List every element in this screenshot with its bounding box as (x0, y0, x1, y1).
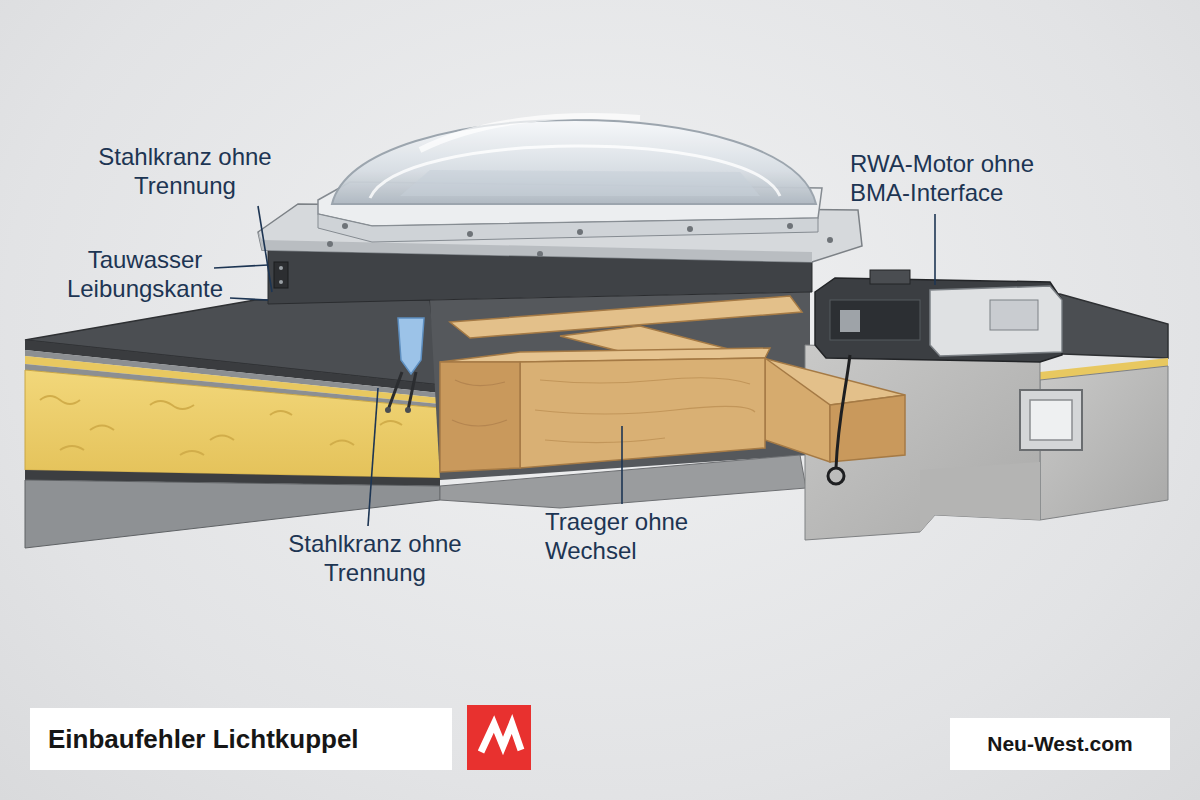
callout-label: Stahlkranz ohne Trennung (270, 530, 480, 588)
illustration-part (815, 278, 1062, 362)
illustration-part (830, 300, 920, 340)
illustration-part (840, 310, 860, 332)
illustration-part (214, 265, 268, 268)
illustration-part (279, 280, 283, 284)
illustration-part (467, 231, 473, 237)
callout-label: Tauwasser Leibungskante (55, 246, 235, 304)
illustration-part (621, 426, 623, 504)
illustration-part (405, 407, 411, 413)
illustration-part (787, 223, 793, 229)
illustration-part (920, 462, 1040, 532)
illustration-part (327, 241, 333, 247)
illustration-part (1020, 390, 1082, 450)
illustration-part (836, 355, 850, 468)
illustration-part (274, 262, 288, 288)
leader-lines (214, 206, 935, 526)
illustration-part (934, 214, 936, 285)
illustration-part (398, 318, 424, 374)
illustration-part (440, 362, 520, 472)
illustration-part (342, 223, 348, 229)
illustration-part (420, 116, 640, 150)
illustration-part (332, 120, 816, 204)
rwa-motor (815, 270, 1062, 484)
title-text: Einbaufehler Lichtkuppel (48, 724, 359, 755)
illustration-part (385, 407, 391, 413)
illustration-part (687, 226, 693, 232)
illustration-part (370, 146, 780, 198)
blue-bracket (385, 318, 424, 413)
illustration-part (430, 292, 810, 480)
illustration-part (368, 388, 378, 526)
roof-opening (430, 292, 810, 508)
logo-mark (467, 705, 531, 770)
illustration-part (577, 229, 583, 235)
illustration-part (520, 358, 765, 468)
illustration-part (467, 705, 531, 770)
illustration-part (318, 214, 818, 242)
callout-label: Stahlkranz ohne Trennung (80, 143, 290, 201)
illustration-part (537, 251, 543, 257)
callout-label: RWA-Motor ohne BMA-Interface (850, 150, 1050, 208)
brand-box: Neu-West.com (950, 718, 1170, 770)
callout-label: Traeger ohne Wechsel (545, 508, 715, 566)
brand-text: Neu-West.com (987, 732, 1132, 756)
illustration-part (230, 298, 268, 300)
illustration-part (388, 372, 416, 410)
illustration-part (25, 370, 440, 478)
illustration-part (1030, 400, 1072, 440)
junction-box (1020, 390, 1082, 450)
illustration-part (40, 396, 402, 455)
illustration-part (828, 468, 844, 484)
illustration-part (827, 237, 833, 243)
acrylic-dome (332, 116, 816, 204)
left-roof-slab (25, 300, 440, 548)
illustration-part (805, 345, 1040, 540)
illustration-part (279, 266, 283, 270)
illustration-part (870, 270, 910, 284)
illustration-part (930, 286, 1062, 356)
illustration-part (765, 358, 830, 462)
title-box: Einbaufehler Lichtkuppel (30, 708, 452, 770)
illustration-part (535, 378, 755, 443)
illustration-part (400, 170, 760, 196)
illustration-part (452, 380, 507, 426)
illustration-part (990, 300, 1038, 330)
illustration-part (258, 206, 272, 292)
illustration-part (481, 724, 521, 752)
